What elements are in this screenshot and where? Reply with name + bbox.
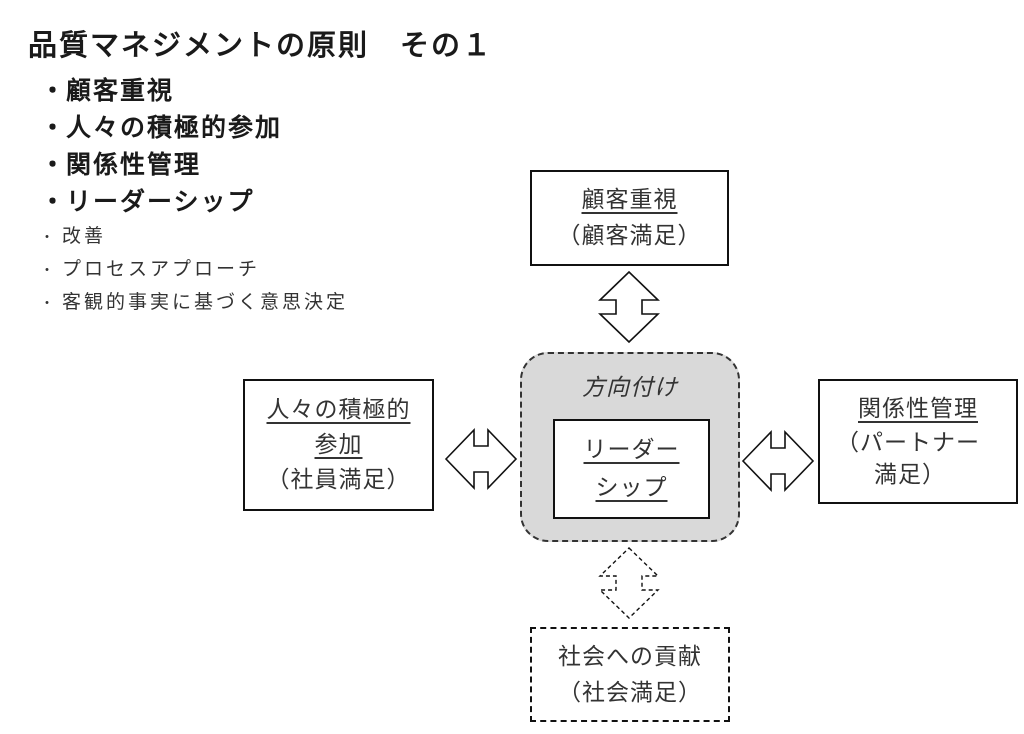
leadership-title-line2: シップ — [595, 475, 668, 501]
relationship-title: 関係性管理 — [858, 395, 978, 422]
social-contribution-box: 社会への貢献 （社会満足） — [530, 627, 730, 722]
principle-item: ・関係性管理 — [40, 146, 348, 183]
principle-label: 顧客重視 — [66, 76, 175, 105]
direction-setting-group: 方向付け リーダー シップ — [520, 352, 740, 542]
bullet: ・ — [40, 113, 68, 142]
engagement-subtitle: （社員満足） — [266, 466, 411, 493]
bullet: ・ — [40, 187, 68, 216]
social-contribution-subtitle: （社会満足） — [558, 679, 702, 706]
bullet: ・ — [40, 230, 57, 246]
social-contribution-title: 社会への貢献 — [558, 643, 702, 670]
double-arrow-horizontal-icon — [444, 428, 518, 490]
dashed-double-arrow-vertical-icon — [598, 547, 660, 619]
principle-item: ・リーダーシップ — [40, 183, 348, 220]
engagement-title-line2: 参加 — [314, 431, 363, 458]
relationship-subtitle-line2: 満足） — [874, 461, 946, 488]
customer-focus-subtitle: （顧客満足） — [557, 223, 702, 249]
bullet: ・ — [40, 263, 57, 279]
principle-label: 関係性管理 — [66, 150, 202, 179]
relationship-management-box: 関係性管理 （パートナー 満足） — [818, 379, 1018, 504]
bullet: ・ — [40, 76, 68, 105]
principle-label: プロセスアプローチ — [62, 258, 261, 280]
direction-setting-label: 方向付け — [582, 375, 678, 401]
principle-label: 客観的事実に基づく意思決定 — [62, 291, 349, 313]
principle-label: 人々の積極的参加 — [66, 113, 283, 142]
slide-title: 品質マネジメントの原則 その１ — [28, 28, 494, 62]
customer-focus-title: 顧客重視 — [581, 187, 678, 213]
bullet: ・ — [40, 296, 57, 312]
relationship-subtitle-line1: （パートナー — [836, 429, 980, 456]
principle-label: 改善 — [62, 225, 107, 247]
principle-item-minor: ・客観的事実に基づく意思決定 — [40, 286, 348, 319]
principle-item-minor: ・プロセスアプローチ — [40, 253, 348, 286]
principle-item: ・顧客重視 — [40, 72, 348, 109]
engagement-of-people-box: 人々の積極的 参加 （社員満足） — [243, 379, 434, 511]
engagement-title-line1: 人々の積極的 — [266, 396, 411, 423]
principle-item: ・人々の積極的参加 — [40, 109, 348, 146]
leadership-box: リーダー シップ — [553, 419, 710, 519]
principles-list: ・顧客重視 ・人々の積極的参加 ・関係性管理 ・リーダーシップ ・改善 ・プロセ… — [40, 72, 348, 319]
principle-item-minor: ・改善 — [40, 220, 348, 253]
leadership-title-line1: リーダー — [583, 437, 680, 463]
double-arrow-vertical-icon — [598, 270, 660, 344]
principle-label: リーダーシップ — [66, 187, 255, 216]
double-arrow-horizontal-icon — [741, 430, 815, 492]
bullet: ・ — [40, 150, 68, 179]
customer-focus-box: 顧客重視 （顧客満足） — [530, 170, 729, 266]
